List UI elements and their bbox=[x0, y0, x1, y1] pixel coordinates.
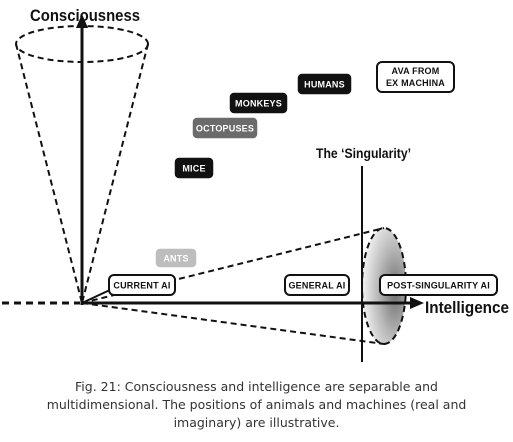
entity-mice-label: MICE bbox=[182, 164, 205, 174]
entity-ants: ANTS bbox=[154, 247, 198, 269]
entity-ava: AVA FROM EX MACHINA bbox=[376, 61, 455, 93]
entity-ava-line-1: AVA FROM bbox=[392, 66, 440, 76]
figure-caption: Fig. 21: Consciousness and intelligence … bbox=[0, 378, 513, 432]
entity-current-ai: CURRENT AI bbox=[108, 274, 176, 296]
entity-octopuses: OCTOPUSES bbox=[191, 116, 259, 140]
entity-post-singularity-ai-label: POST-SINGULARITY AI bbox=[387, 281, 490, 291]
entity-humans: HUMANS bbox=[296, 72, 353, 96]
entity-general-ai-label: GENERAL AI bbox=[288, 281, 345, 291]
entity-current-ai-label: CURRENT AI bbox=[113, 281, 170, 291]
consciousness-intelligence-diagram: Consciousness Intelligence The ‘Singular… bbox=[2, 6, 509, 362]
axes bbox=[2, 14, 424, 309]
entity-monkeys: MONKEYS bbox=[228, 91, 289, 115]
entity-mice: MICE bbox=[173, 156, 215, 180]
caption-line-3: imaginary) are illustrative. bbox=[173, 415, 340, 430]
caption-line-1: Fig. 21: Consciousness and intelligence … bbox=[75, 379, 438, 394]
singularity-label: The ‘Singularity’ bbox=[316, 145, 411, 161]
entity-octopuses-label: OCTOPUSES bbox=[196, 124, 254, 134]
entity-ava-line-2: EX MACHINA bbox=[386, 78, 445, 88]
x-axis-title: Intelligence bbox=[425, 298, 509, 317]
caption-line-2: multidimensional. The positions of anima… bbox=[46, 397, 467, 412]
entity-general-ai: GENERAL AI bbox=[284, 274, 350, 296]
y-axis-title: Consciousness bbox=[30, 6, 140, 25]
entity-post-singularity-ai: POST-SINGULARITY AI bbox=[379, 274, 498, 296]
entity-humans-label: HUMANS bbox=[304, 80, 345, 90]
entity-ants-label: ANTS bbox=[163, 254, 188, 264]
entity-monkeys-label: MONKEYS bbox=[235, 99, 282, 109]
